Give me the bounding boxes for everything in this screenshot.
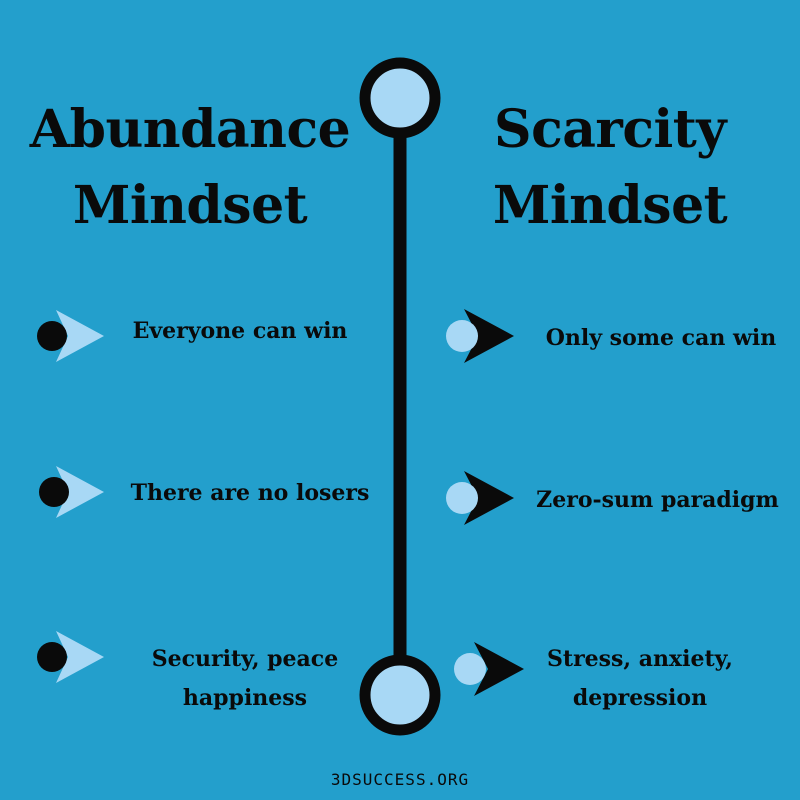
scarcity-item-3-line2: depression — [572, 685, 708, 711]
scarcity-item-2: Zero-sum paradigm — [536, 487, 779, 513]
timeline-top-node-icon — [359, 57, 441, 139]
timeline-bottom-node-icon — [359, 654, 441, 736]
scarcity-marker-3-icon — [454, 642, 524, 696]
scarcity-title-line2: Mindset — [492, 175, 728, 236]
abundance-item-2: There are no losers — [130, 480, 370, 506]
abundance-item-3-line2: happiness — [182, 685, 308, 711]
scarcity-marker-2-icon — [446, 471, 514, 525]
abundance-marker-3-icon — [37, 631, 104, 683]
abundance-title-line2: Mindset — [72, 175, 308, 236]
abundance-marker-1-icon — [37, 310, 104, 362]
site-url: 3DSUCCESS.ORG — [330, 770, 470, 789]
scarcity-title: Scarcity Mindset — [440, 92, 780, 244]
abundance-item-3-line1: Security, peace — [151, 646, 339, 672]
abundance-title-line1: Abundance — [29, 99, 351, 160]
scarcity-item-1: Only some can win — [545, 325, 777, 351]
abundance-item-1: Everyone can win — [132, 318, 348, 344]
scarcity-title-line1: Scarcity — [494, 99, 726, 160]
scarcity-marker-1-icon — [446, 309, 514, 363]
abundance-title: Abundance Mindset — [15, 92, 365, 244]
abundance-marker-2-icon — [39, 466, 104, 518]
scarcity-item-3-line1: Stress, anxiety, — [547, 646, 733, 672]
